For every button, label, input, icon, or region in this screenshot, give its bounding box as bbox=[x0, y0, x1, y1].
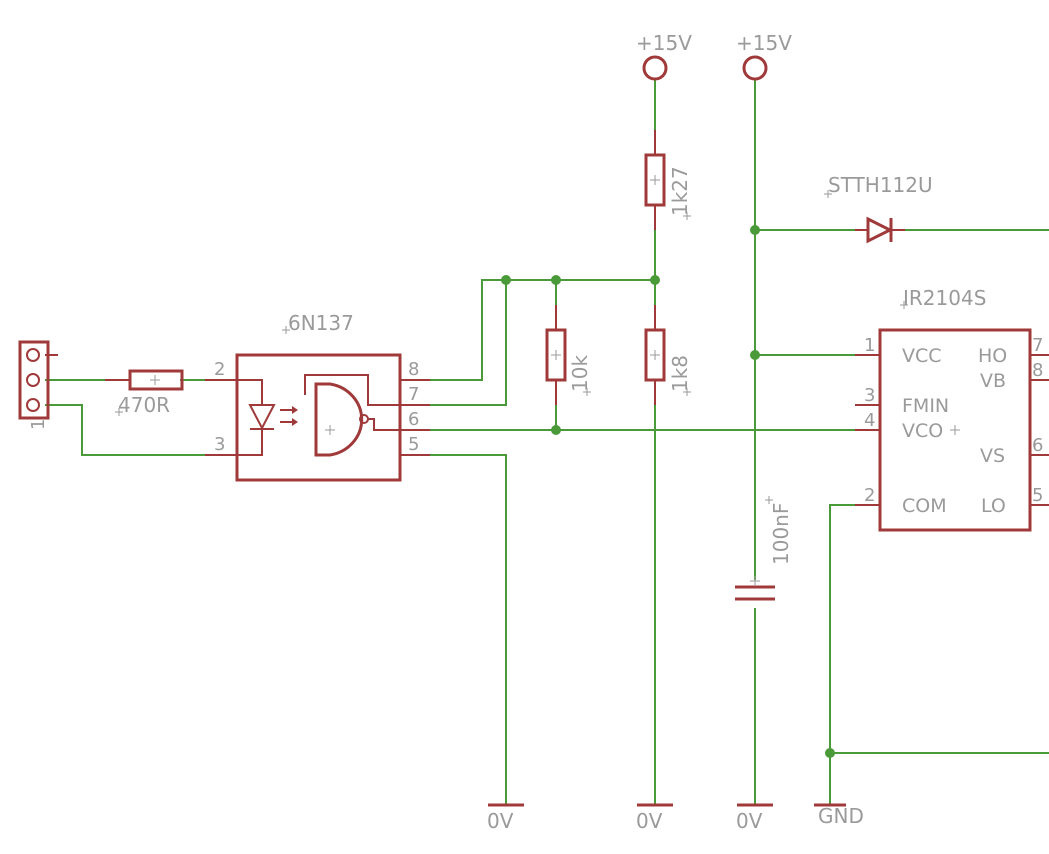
resistor-470r-value: 470R bbox=[118, 393, 170, 417]
resistor-10k: 10k bbox=[545, 305, 592, 405]
connector-pin-label: 1 bbox=[28, 419, 49, 430]
driver-pin-8: 8 bbox=[1032, 360, 1043, 381]
ground-0v-1: 0V bbox=[487, 803, 524, 833]
driver-ir2104s: IR2104S 1 3 4 2 7 8 6 5 VCC FMIN VCO COM… bbox=[855, 286, 1049, 532]
driver-name: IR2104S bbox=[903, 286, 986, 310]
capacitor-value: 100nF bbox=[769, 503, 793, 565]
capacitor-100nf: 100nF bbox=[735, 496, 793, 601]
driver-pin-5: 5 bbox=[1032, 485, 1043, 506]
supply-15v-a-label: +15V bbox=[636, 31, 692, 55]
diode-value: STTH112U bbox=[828, 173, 933, 197]
opto-pin-6: 6 bbox=[408, 409, 419, 430]
optocoupler-name: 6N137 bbox=[288, 311, 354, 335]
driver-label-com: COM bbox=[902, 495, 947, 517]
driver-pin-3: 3 bbox=[864, 385, 875, 406]
ground-gnd: GND bbox=[814, 803, 864, 828]
driver-label-vb: VB bbox=[980, 370, 1006, 392]
resistor-1k8-value: 1k8 bbox=[668, 355, 692, 392]
resistor-1k27-value: 1k27 bbox=[668, 166, 692, 216]
resistor-1k8: 1k8 bbox=[644, 305, 692, 405]
opto-pin-5: 5 bbox=[408, 434, 419, 455]
driver-pin-1: 1 bbox=[864, 335, 875, 356]
driver-pin-6: 6 bbox=[1032, 435, 1043, 456]
opto-pin-8: 8 bbox=[408, 359, 419, 380]
ground-0v-3-label: 0V bbox=[736, 809, 763, 833]
optocoupler-6n137: 6N137 2 3 8 7 6 5 bbox=[205, 311, 430, 482]
driver-pin-7: 7 bbox=[1032, 335, 1043, 356]
supply-15v-b-label: +15V bbox=[736, 31, 792, 55]
driver-label-fmin: FMIN bbox=[902, 395, 949, 417]
resistor-1k27: 1k27 bbox=[644, 130, 692, 230]
ground-0v-1-label: 0V bbox=[487, 809, 514, 833]
driver-label-vs: VS bbox=[980, 445, 1005, 467]
ground-0v-2-label: 0V bbox=[636, 809, 663, 833]
ground-0v-2: 0V bbox=[636, 803, 673, 833]
driver-pin-4: 4 bbox=[864, 410, 875, 431]
opto-pin-2: 2 bbox=[214, 359, 225, 380]
opto-pin-7: 7 bbox=[408, 384, 419, 405]
supply-15v-b: +15V bbox=[736, 31, 792, 81]
driver-label-vcc: VCC bbox=[902, 345, 942, 367]
diode-stth112u: STTH112U bbox=[824, 173, 933, 244]
resistor-470r: 470R bbox=[105, 369, 184, 417]
junctions bbox=[501, 225, 835, 758]
input-connector: 1 bbox=[18, 340, 58, 430]
resistor-10k-value: 10k bbox=[568, 355, 592, 392]
opto-pin-3: 3 bbox=[214, 434, 225, 455]
driver-label-ho: HO bbox=[978, 345, 1007, 367]
driver-label-vco: VCO bbox=[902, 420, 943, 442]
driver-pin-2: 2 bbox=[864, 485, 875, 506]
supply-15v-a: +15V bbox=[636, 31, 692, 81]
driver-label-lo: LO bbox=[981, 495, 1006, 517]
ground-gnd-label: GND bbox=[818, 804, 864, 828]
ground-0v-3: 0V bbox=[736, 803, 773, 833]
